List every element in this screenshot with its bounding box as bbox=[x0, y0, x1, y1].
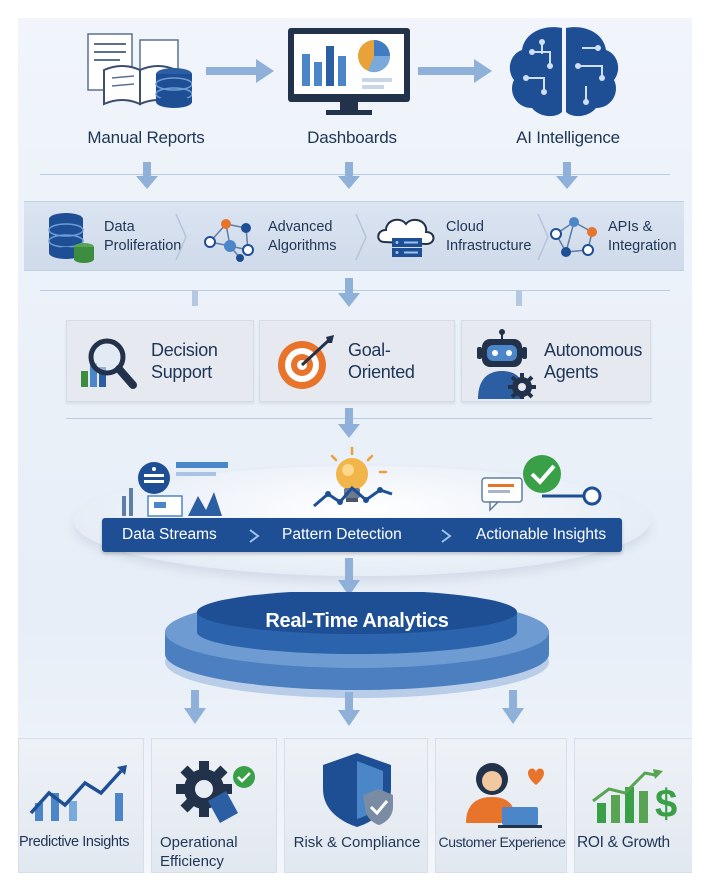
connector bbox=[516, 290, 522, 306]
trend-chart-icon bbox=[29, 765, 127, 821]
divider bbox=[40, 174, 670, 175]
chevron-right-icon bbox=[175, 213, 187, 261]
outcome-card: Predictive Insights bbox=[18, 738, 144, 873]
divider bbox=[40, 290, 670, 291]
arrow-down-icon bbox=[338, 278, 360, 307]
connector bbox=[192, 290, 198, 306]
growth-dollar-icon: $ bbox=[592, 769, 677, 826]
arrow-down-icon bbox=[338, 692, 360, 726]
outcome-label: Customer Experience bbox=[438, 834, 566, 850]
data-streams-icon bbox=[122, 462, 228, 517]
outcome-card: Customer Experience bbox=[435, 738, 567, 873]
idea-lightbulb-icon bbox=[313, 446, 393, 508]
chevron-right-icon bbox=[441, 529, 452, 543]
foundation-item: APIs &Integration bbox=[548, 202, 677, 272]
arrow-down-icon bbox=[184, 690, 206, 724]
network-nodes-icon bbox=[204, 219, 254, 262]
divider bbox=[66, 418, 652, 419]
database-icon bbox=[48, 213, 94, 263]
arrow-right-icon bbox=[418, 59, 492, 83]
data-streams-label: Data Streams bbox=[122, 526, 217, 543]
arrow-down-icon bbox=[338, 558, 360, 596]
manual-reports-icon bbox=[87, 33, 192, 108]
gear-efficiency-icon bbox=[176, 761, 255, 823]
diagram-canvas: Manual Reports Dashboards AI Intelligenc… bbox=[18, 18, 692, 873]
manual-reports-label: Manual Reports bbox=[87, 128, 205, 147]
arrow-down-icon bbox=[556, 162, 578, 189]
arrow-down-icon bbox=[136, 162, 158, 189]
outcome-label: Predictive Insights bbox=[19, 834, 130, 850]
shield-check-icon bbox=[323, 753, 393, 827]
api-network-icon bbox=[550, 217, 597, 257]
analytics-platform bbox=[165, 592, 549, 698]
ai-brain-icon bbox=[509, 27, 619, 117]
platform-title: Real-Time Analytics bbox=[265, 610, 449, 632]
target-icon bbox=[278, 335, 334, 389]
arrow-down-icon bbox=[502, 690, 524, 724]
arrow-right-icon bbox=[206, 59, 274, 83]
ai-intelligence-label: AI Intelligence bbox=[516, 128, 620, 147]
outcome-card: Risk & Compliance bbox=[284, 738, 428, 873]
arrow-down-icon bbox=[338, 408, 360, 438]
robot-agent-icon bbox=[477, 329, 536, 399]
outcome-card: $ ROI & Growth bbox=[574, 738, 692, 873]
customer-heart-icon bbox=[466, 763, 544, 828]
outcome-label: Risk & Compliance bbox=[293, 834, 421, 851]
chevron-right-icon bbox=[537, 213, 549, 261]
actionable-insights-label: Actionable Insights bbox=[476, 526, 607, 543]
pattern-detection-label: Pattern Detection bbox=[282, 526, 402, 543]
capability-label: Goal-Oriented bbox=[348, 340, 415, 382]
arrow-down-icon bbox=[338, 162, 360, 189]
capability-card: Goal-Oriented bbox=[259, 320, 455, 402]
dashboards-label: Dashboards bbox=[307, 128, 397, 147]
cloud-server-icon bbox=[377, 218, 435, 257]
outcome-label: ROI & Growth bbox=[577, 834, 670, 851]
foundation-label: APIs &Integration bbox=[608, 219, 677, 254]
pipeline-bar: Data Streams Pattern Detection Actionabl… bbox=[102, 518, 622, 552]
insight-check-icon bbox=[481, 455, 602, 512]
dashboard-monitor-icon bbox=[288, 28, 410, 115]
chevron-right-icon bbox=[249, 529, 260, 543]
svg-text:$: $ bbox=[655, 782, 677, 826]
chevron-right-icon bbox=[355, 213, 367, 261]
magnifier-chart-icon bbox=[81, 338, 137, 389]
